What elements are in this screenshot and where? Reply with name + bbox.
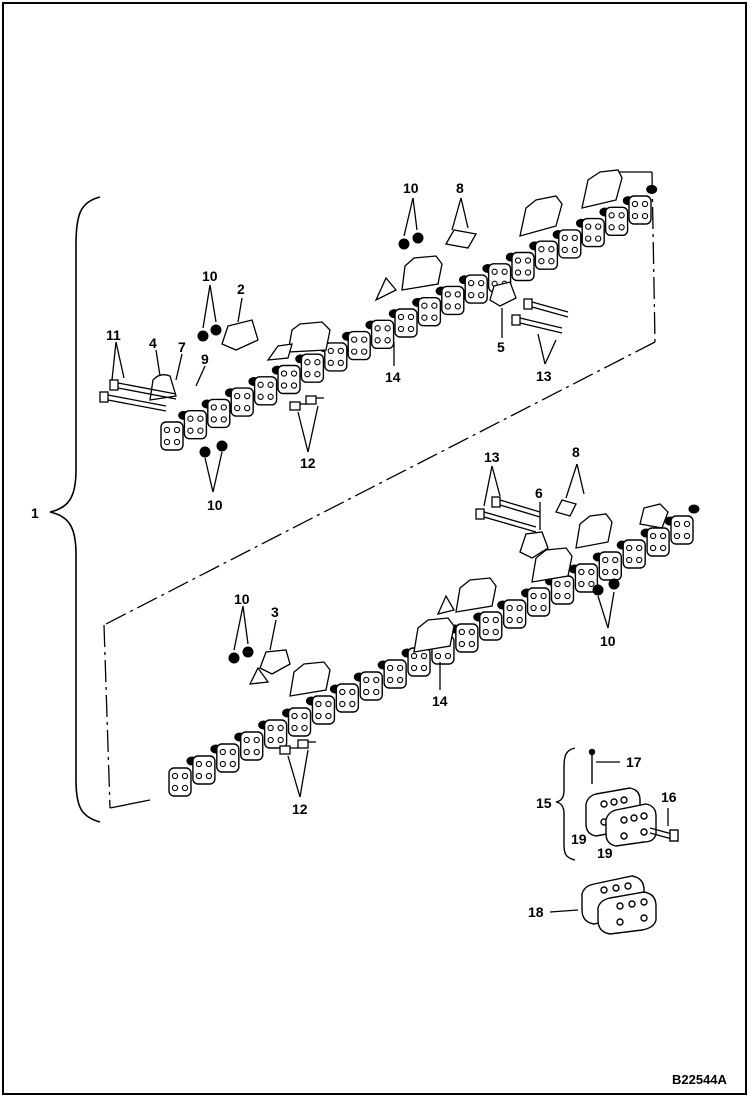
callout-8: 8	[572, 444, 580, 460]
bracket-part-4	[149, 374, 177, 401]
callout-10: 10	[207, 497, 223, 513]
upper-chain	[160, 184, 658, 451]
chain-link	[335, 672, 365, 713]
callout-13: 13	[536, 368, 552, 384]
assembly-outline-ends	[109, 171, 652, 809]
callout-14: 14	[432, 693, 448, 709]
cutter-tooth-part	[575, 513, 613, 549]
connector-link-18	[581, 875, 657, 935]
lower-attachments	[248, 499, 669, 697]
assembly-outline	[103, 171, 656, 809]
callout-7: 7	[178, 339, 186, 355]
hardware	[99, 298, 569, 755]
sleeve-part-8	[444, 229, 478, 249]
callout-9: 9	[201, 351, 209, 367]
nuts-10	[197, 232, 620, 664]
chain-link	[324, 331, 353, 372]
chain-link	[417, 286, 447, 327]
chain-link	[526, 576, 557, 617]
chain-link	[407, 636, 437, 677]
chain-link	[160, 410, 190, 451]
chain-link	[464, 263, 494, 304]
callout-5: 5	[497, 339, 505, 355]
callout-15: 15	[536, 795, 552, 811]
callout-11: 11	[106, 327, 121, 343]
callout-13: 13	[484, 449, 500, 465]
chain-link	[216, 732, 246, 773]
bit-part	[248, 666, 270, 685]
bit-part	[266, 343, 293, 361]
callout-labels: 1 2 3 4 5 6 7 8 8 9 10 10 10 10 10 11 12…	[31, 180, 728, 1087]
callout-12: 12	[292, 801, 308, 817]
bit-part	[374, 276, 398, 302]
cutter-tooth-part	[287, 321, 331, 353]
callout-2: 2	[237, 281, 245, 297]
cutter-tooth-part	[413, 617, 455, 653]
plate-part-3	[259, 649, 291, 675]
callout-10: 10	[202, 268, 218, 284]
chain-link	[455, 612, 485, 653]
callout-19: 19	[597, 845, 613, 861]
cutter-tooth-part	[639, 503, 669, 529]
chain-link	[511, 241, 541, 282]
chain-link	[502, 588, 533, 629]
callout-3: 3	[271, 604, 279, 620]
cutter-tooth-part	[455, 577, 497, 613]
callout-10: 10	[234, 591, 250, 607]
callout-1: 1	[31, 505, 39, 521]
sleeve-part-8	[555, 499, 577, 517]
callout-4: 4	[149, 335, 157, 351]
chain-link	[670, 504, 700, 545]
link-kit-15	[585, 748, 679, 847]
figure-id: B22544A	[672, 1072, 728, 1087]
upper-attachments	[149, 169, 623, 401]
callout-17: 17	[626, 754, 642, 770]
bracket-part-5	[489, 281, 517, 307]
chain-link	[479, 600, 509, 641]
callout-18: 18	[528, 904, 544, 920]
brace-1	[49, 196, 101, 823]
cutter-tooth-part	[531, 547, 573, 583]
callout-16: 16	[661, 789, 677, 805]
callout-6: 6	[535, 485, 543, 501]
chain-link	[263, 708, 294, 749]
lower-chain	[168, 504, 700, 797]
chain-link	[550, 564, 580, 605]
side-plate-19	[605, 803, 657, 847]
cutter-tooth-part	[581, 169, 623, 209]
chain-link	[604, 196, 634, 237]
callout-19: 19	[571, 831, 587, 847]
chain-link	[347, 320, 377, 361]
chain-link	[287, 696, 317, 737]
cutter-tooth-part	[519, 195, 563, 237]
bit-part	[436, 594, 455, 615]
chain-link	[230, 376, 260, 417]
bracket-part-6	[519, 531, 549, 559]
chain-link	[581, 207, 611, 248]
chain-link	[383, 648, 413, 689]
callout-12: 12	[300, 455, 316, 471]
callout-8: 8	[456, 180, 464, 196]
cutter-tooth-part	[289, 661, 331, 697]
leader-lines	[111, 197, 669, 913]
chain-link	[441, 275, 470, 316]
brace-15	[555, 747, 576, 861]
callout-10: 10	[403, 180, 419, 196]
callout-14: 14	[385, 369, 401, 385]
cutter-tooth-part	[401, 255, 443, 291]
chain-link	[628, 184, 658, 225]
plate-part-2	[221, 319, 259, 351]
callout-10: 10	[600, 633, 616, 649]
